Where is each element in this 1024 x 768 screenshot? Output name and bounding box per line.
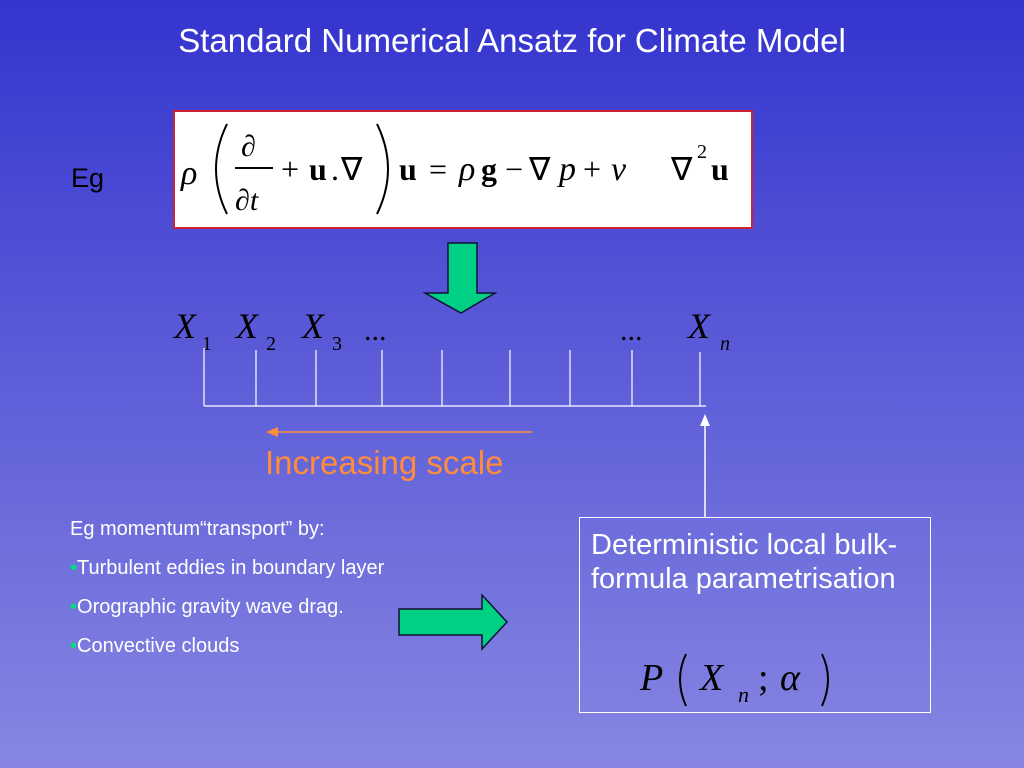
svg-text:−: − [505, 151, 523, 187]
svg-text:.: . [331, 151, 339, 187]
svg-text:g: g [481, 151, 497, 187]
scale-label-ellipsis-2: ... [620, 314, 643, 347]
bullet-icon: • [70, 557, 78, 579]
svg-text:∇: ∇ [670, 151, 693, 187]
svg-text:=: = [429, 151, 447, 187]
list-item: •Orographic gravity wave drag. [70, 596, 344, 618]
svg-text:∇: ∇ [528, 151, 551, 187]
increasing-scale-arrow [266, 427, 532, 437]
svg-text:ρ: ρ [458, 151, 475, 188]
list-heading: Eg momentum“transport” by: [70, 518, 325, 540]
scale-label-ellipsis-1: ... [364, 314, 387, 347]
slide-title: Standard Numerical Ansatz for Climate Mo… [178, 22, 846, 59]
svg-text:2: 2 [697, 141, 707, 163]
svg-text:X: X [698, 657, 725, 699]
scale-label-x2-sub: 2 [266, 333, 276, 355]
svg-text:α: α [780, 657, 801, 699]
svg-text:∂t: ∂t [235, 184, 259, 217]
parametrisation-box [579, 517, 931, 713]
svg-text:;: ; [758, 657, 769, 699]
scale-axis [203, 348, 706, 407]
svg-text:u: u [309, 151, 327, 187]
svg-text:ρ: ρ [180, 155, 197, 192]
scale-label-x3: X [300, 306, 326, 346]
list-item: •Convective clouds [70, 635, 240, 657]
down-arrow-icon [422, 242, 498, 314]
list-item: •Turbulent eddies in boundary layer [70, 557, 385, 579]
svg-text:P: P [639, 657, 663, 699]
svg-text:+: + [281, 151, 299, 187]
increasing-scale-label: Increasing scale [265, 444, 504, 481]
momentum-transport-list: Eg momentum“transport” by: •Turbulent ed… [70, 516, 390, 672]
scale-label-x1-sub: 1 [202, 333, 212, 355]
parametrisation-text: Deterministic local bulk-formula paramet… [591, 529, 898, 595]
parametrisation-formula: P X n ; α [639, 653, 829, 707]
eg-label: Eg [71, 163, 105, 193]
scale-label-x3-sub: 3 [332, 333, 342, 355]
svg-text:p: p [557, 151, 576, 188]
scale-label-xn: X [686, 306, 712, 346]
svg-text:u: u [711, 151, 729, 187]
bullet-icon: • [70, 635, 78, 657]
svg-text:∂: ∂ [241, 130, 256, 163]
svg-text:ν: ν [611, 151, 627, 188]
up-arrow [700, 414, 710, 517]
momentum-equation: ρ ∂ ∂t + u . ∇ u = ρ g − ∇ p + ν ∇ 2 u [180, 123, 729, 217]
scale-label-x1: X [172, 306, 198, 346]
svg-text:∇: ∇ [340, 151, 363, 187]
scale-labels: X 1 X 2 X 3 ... ... X n [172, 306, 730, 355]
svg-text:n: n [738, 682, 749, 707]
svg-text:u: u [399, 151, 417, 187]
svg-text:+: + [583, 151, 601, 187]
right-arrow-icon [398, 593, 509, 651]
bullet-icon: • [70, 596, 78, 618]
scale-label-xn-sub: n [720, 333, 730, 355]
momentum-equation-box: ρ ∂ ∂t + u . ∇ u = ρ g − ∇ p + ν ∇ 2 u [173, 110, 753, 229]
scale-label-x2: X [234, 306, 260, 346]
